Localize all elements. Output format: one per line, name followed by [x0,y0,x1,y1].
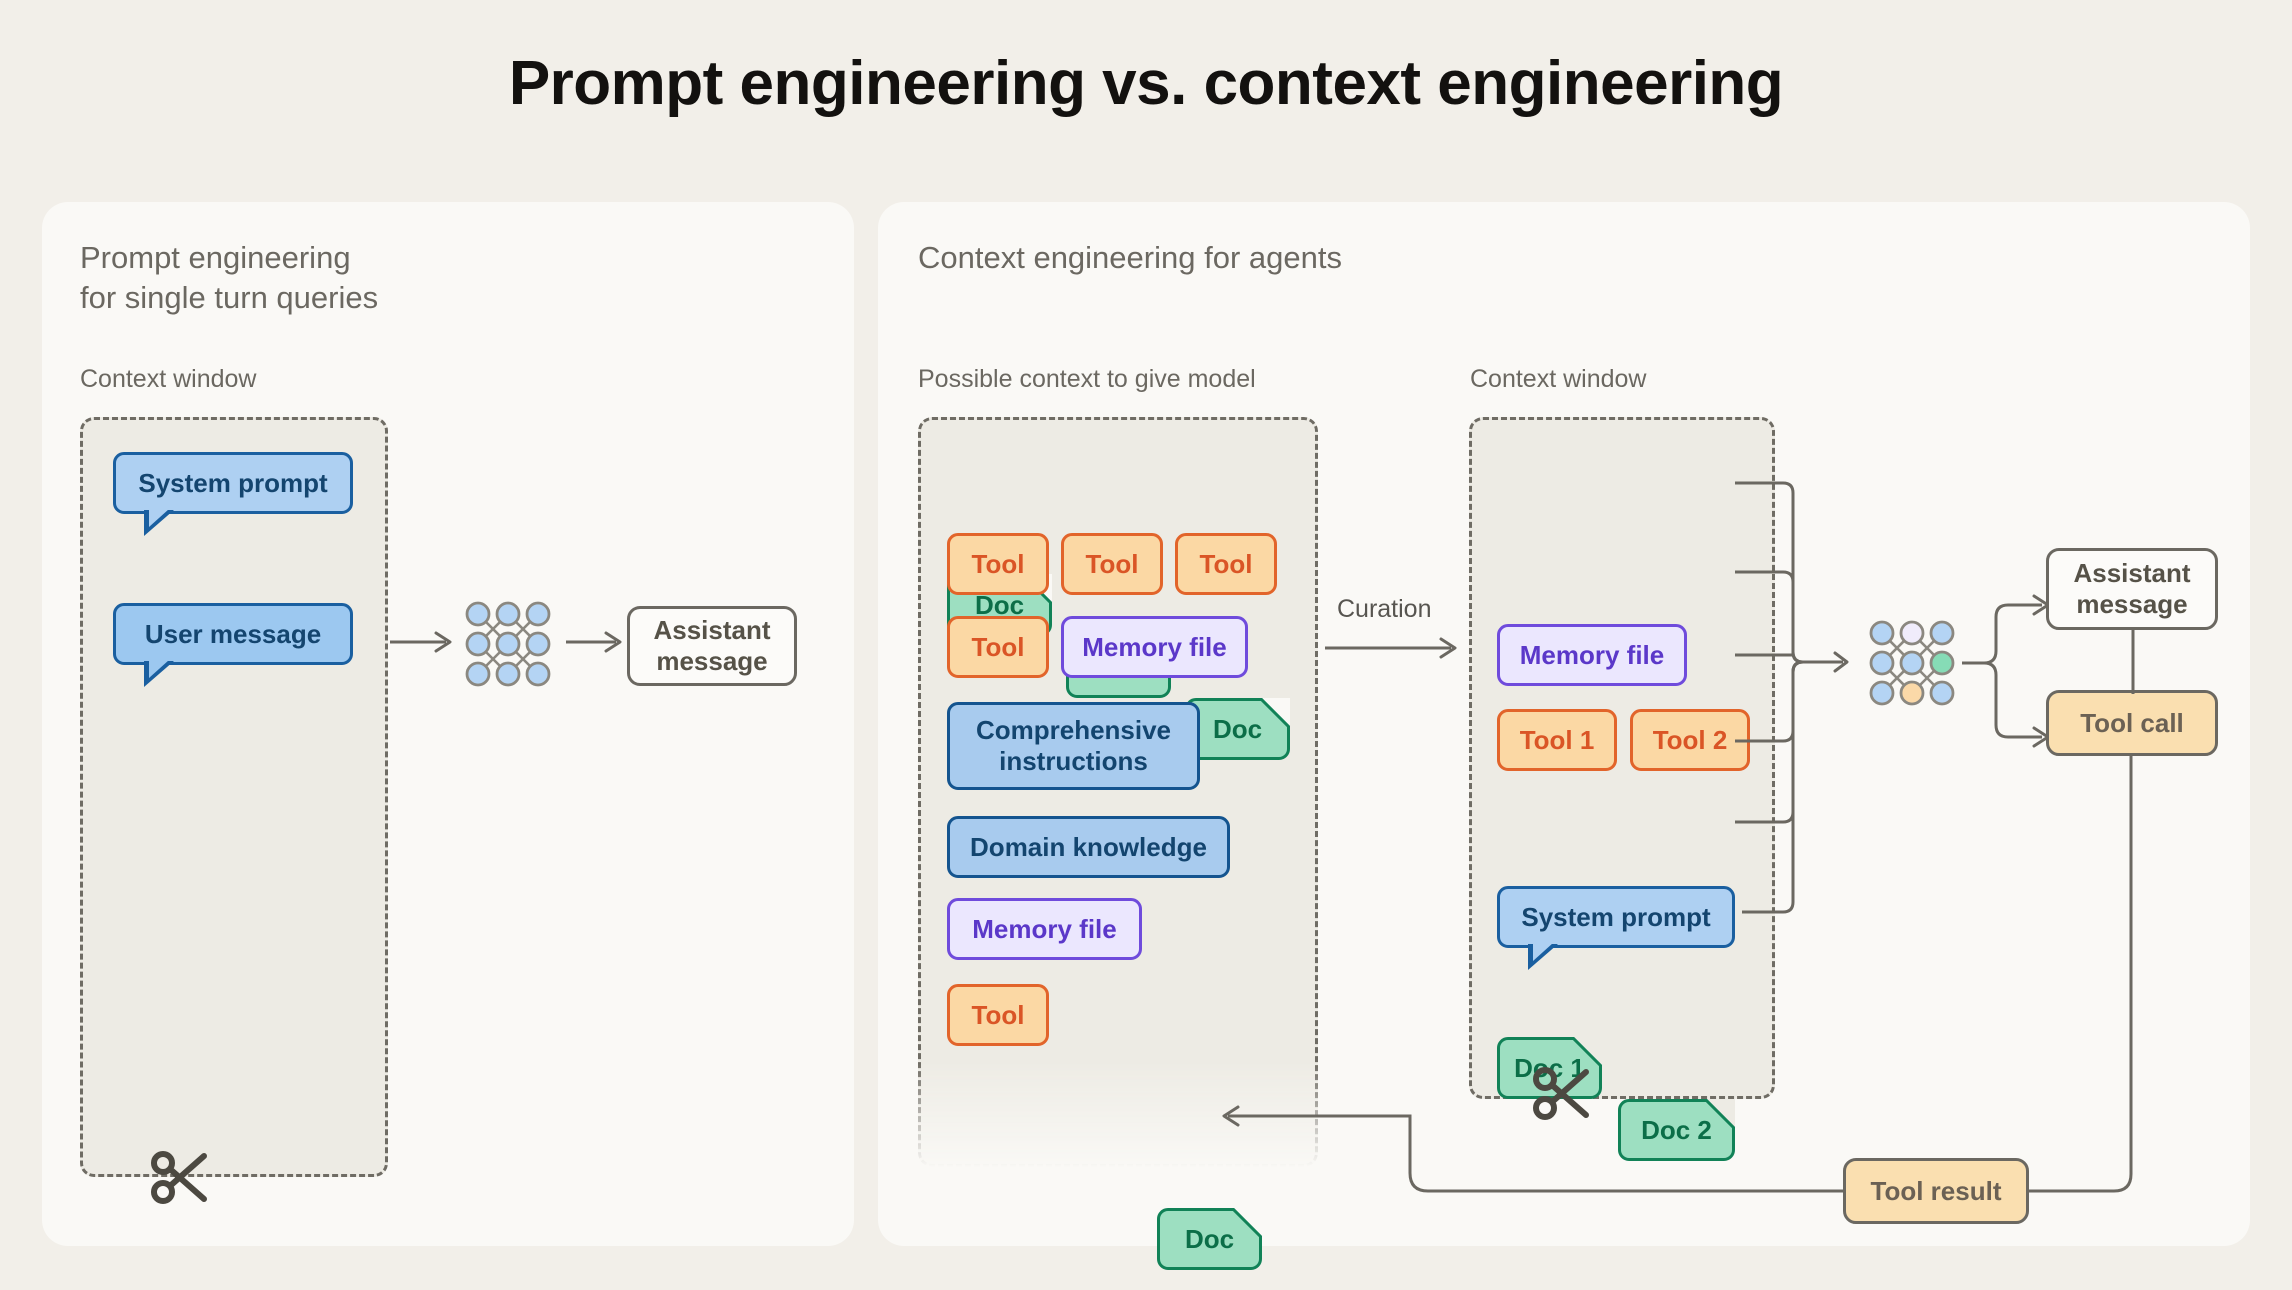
right-neural-network-icon [1866,617,1958,709]
curation-arrow [1325,634,1465,662]
ctx-chip-system-prompt[interactable]: System prompt [1497,886,1735,970]
left-neural-network-icon [462,598,554,690]
ctx-chip-memory-file[interactable]: Memory file [1497,624,1687,686]
chip-label: Memory file [1082,631,1227,662]
possible-chip-domain-knowledge[interactable]: Domain knowledge [947,816,1230,878]
left-context-window-box [80,417,388,1177]
chip-label: Comprehensive instructions [975,715,1172,776]
chip-label: Tool 2 [1652,724,1728,755]
folded-corner-icon [1572,1037,1602,1067]
left-context-window-label: Context window [80,365,257,393]
chip-label: Doc [1184,1223,1235,1254]
ctx-chip-doc-2[interactable]: Doc 2 [1618,1099,1735,1161]
left-panel-title: Prompt engineering for single turn queri… [80,240,379,316]
right-chip-tool-call[interactable]: Tool call [2046,690,2218,756]
chip-label: Tool result [1870,1175,2002,1206]
history-feedback-arrow [1212,1082,1402,1142]
context-to-model-bus [1735,470,1885,920]
toolresult-to-history-wire [1390,1100,1860,1240]
right-chip-assistant-message[interactable]: Assistant message [2046,548,2218,630]
chip-label: Tool [971,999,1025,1030]
possible-chip-doc-3[interactable]: Doc [1185,698,1290,760]
right-scissors-icon [1530,1058,1600,1128]
chip-label: Tool [1199,548,1253,579]
left-chip-assistant-message[interactable]: Assistant message [627,606,797,686]
possible-chip-tool-2[interactable]: Tool [1061,533,1163,595]
chip-label: User message [144,618,322,649]
possible-context-label: Possible context to give model [918,365,1256,393]
chip-label: Domain knowledge [970,831,1207,862]
possible-chip-memory-file-1[interactable]: Memory file [1061,616,1248,678]
folded-corner-icon [1232,1208,1262,1238]
chip-label: System prompt [1521,901,1711,932]
left-chip-system-prompt[interactable]: System prompt [113,452,353,536]
right-panel-title: Context engineering for agents [918,240,1342,275]
assistant-toolcall-link [2130,628,2136,694]
chip-label: Tool [971,631,1025,662]
possible-chip-tool-3[interactable]: Tool [1175,533,1277,595]
chip-label: Tool call [2080,707,2184,738]
possible-chip-doc-4[interactable]: Doc [1157,1208,1262,1270]
folded-corner-icon [1705,1099,1735,1129]
left-scissors-icon [148,1142,218,1212]
chip-label: Assistant message [653,615,771,676]
folded-corner-icon [1260,698,1290,728]
possible-chip-memory-file-2[interactable]: Memory file [947,898,1142,960]
chip-label: Assistant message [2073,558,2191,619]
page-title: Prompt engineering vs. context engineeri… [508,49,1784,118]
chip-label: Memory file [1519,639,1665,670]
ctx-chip-tool-2[interactable]: Tool 2 [1630,709,1750,771]
chip-label: Tool [971,548,1025,579]
possible-chip-tool-4[interactable]: Tool [947,616,1049,678]
chip-label: Doc [1212,713,1263,744]
possible-chip-tool-1[interactable]: Tool [947,533,1049,595]
chip-label: Memory file [972,913,1117,944]
left-chip-user-message[interactable]: User message [113,603,353,687]
chip-label: Doc 2 [1641,1114,1712,1145]
curation-label: Curation [1337,595,1432,623]
toolcall-to-toolresult-wire [2026,754,2146,1204]
chip-label: Tool 1 [1519,724,1595,755]
possible-chip-tool-5[interactable]: Tool [947,984,1049,1046]
chip-label: Tool [1085,548,1139,579]
left-arrow-to-model [390,628,460,656]
ctx-chip-tool-1[interactable]: Tool 1 [1497,709,1617,771]
right-chip-tool-result[interactable]: Tool result [1843,1158,2029,1224]
chip-label: System prompt [138,467,328,498]
left-arrow-to-output [566,628,630,656]
possible-chip-comprehensive-instructions[interactable]: Comprehensive instructions [947,702,1200,790]
right-context-window-label: Context window [1470,365,1647,393]
possible-context-box [918,417,1318,1167]
